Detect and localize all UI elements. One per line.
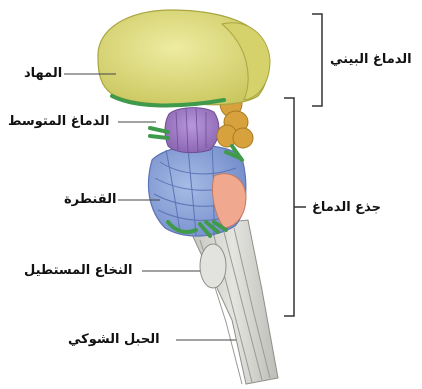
brainstem-bracket bbox=[284, 98, 306, 316]
label-spinal-cord: الحبل الشوكي bbox=[68, 332, 160, 348]
label-midbrain: الدماغ المتوسط bbox=[8, 114, 109, 130]
midbrain-shape bbox=[165, 108, 219, 153]
label-diencephalon: الدماغ البيني bbox=[330, 52, 412, 68]
label-brainstem: جذع الدماغ bbox=[312, 200, 381, 216]
label-thalamus: المهاد bbox=[24, 66, 62, 82]
olive-bulge bbox=[200, 244, 226, 288]
diencephalon-bracket bbox=[312, 14, 322, 106]
label-medulla: النخاع المستطيل bbox=[24, 263, 132, 279]
label-pons: القنطرة bbox=[64, 192, 116, 208]
